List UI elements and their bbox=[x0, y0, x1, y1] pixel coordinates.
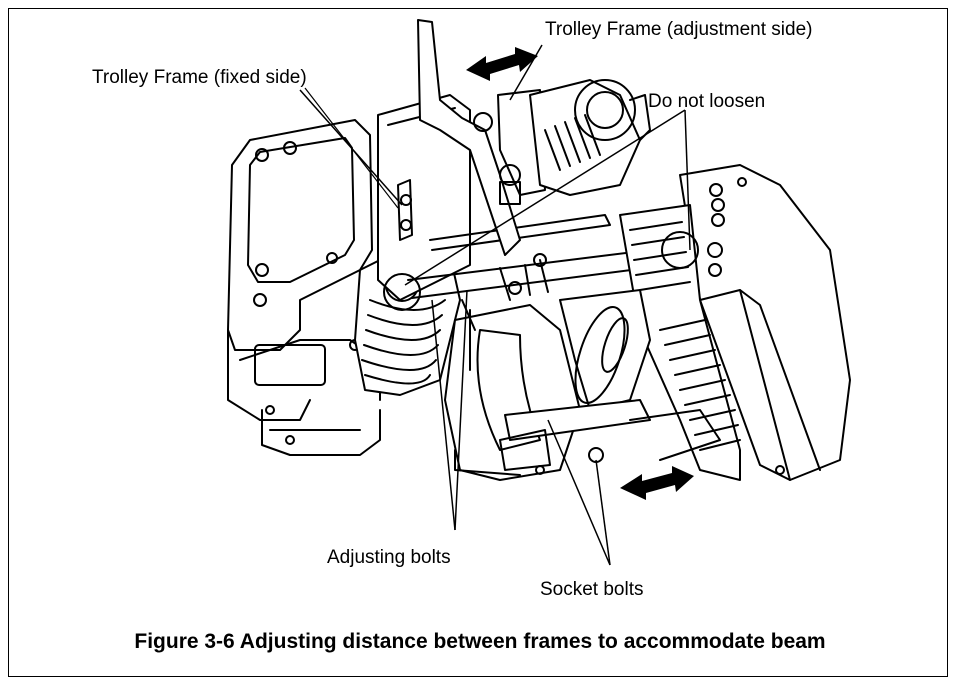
right-control-box bbox=[679, 164, 851, 481]
gearbox-drum bbox=[354, 249, 461, 396]
figure-caption: Figure 3-6 Adjusting distance between fr… bbox=[134, 630, 826, 653]
louvered-cover bbox=[619, 204, 741, 481]
callout-socket-bolts: Socket bolts bbox=[540, 579, 644, 600]
callout-adjusting-bolts: Adjusting bolts bbox=[327, 547, 451, 568]
arrows bbox=[466, 47, 694, 500]
upper-double-arrow bbox=[466, 47, 538, 81]
callout-trolley-frame-adjustment-side: Trolley Frame (adjustment side) bbox=[545, 19, 813, 40]
leader-lines bbox=[299, 44, 691, 566]
callout-trolley-frame-fixed-side: Trolley Frame (fixed side) bbox=[92, 67, 307, 88]
lower-trolley-assembly bbox=[444, 289, 721, 481]
callout-do-not-loosen: Do not loosen bbox=[648, 91, 766, 112]
lower-double-arrow bbox=[620, 466, 694, 500]
